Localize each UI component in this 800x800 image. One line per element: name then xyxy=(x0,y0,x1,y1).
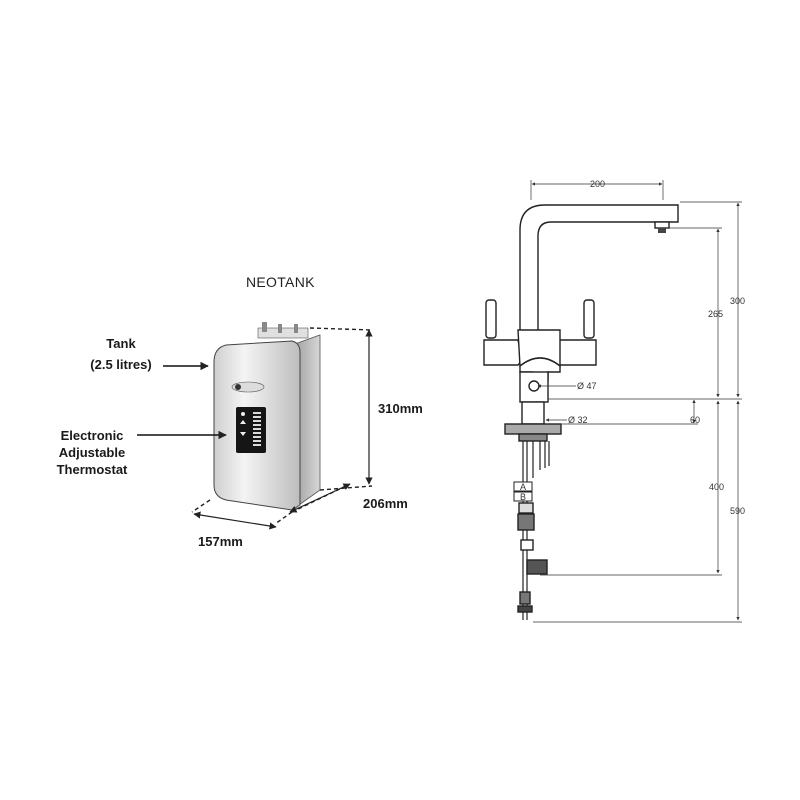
hose-fitting xyxy=(517,513,535,531)
thermostat-down-icon xyxy=(240,432,246,436)
tank-logo xyxy=(231,381,265,393)
tap-total-label: 590 xyxy=(730,506,745,516)
hose-tag-a: A xyxy=(520,482,526,492)
hose-fitting xyxy=(518,502,534,514)
tank-label: Tank xyxy=(106,336,136,351)
tank-top-plate xyxy=(257,327,309,339)
tank-drawing: NEOTANK xyxy=(57,274,423,549)
tap-base-plate xyxy=(504,423,562,435)
tap-handle-left-top xyxy=(485,299,497,339)
tap-spout xyxy=(519,204,679,337)
tap-total-top-label: 300 xyxy=(730,296,745,306)
tap-reach-label: 200 xyxy=(590,179,605,189)
hose-fitting xyxy=(520,539,534,551)
thermostat-label-2: Adjustable xyxy=(59,445,125,460)
tap-handle-right-top xyxy=(583,299,595,339)
tap-base-dim-label: 60 xyxy=(690,415,700,425)
tank-height-label: 310mm xyxy=(378,401,423,416)
hose-fitting xyxy=(517,605,533,613)
tank-fitting xyxy=(278,324,282,333)
tap-handle-left xyxy=(483,339,523,366)
tap-handle-right xyxy=(555,339,597,366)
tap-dimension-lines xyxy=(530,180,742,623)
tap-base-diameter-label: Ø 32 xyxy=(568,415,588,425)
tank-fitting xyxy=(294,324,298,333)
hose-connector-b xyxy=(513,491,533,502)
tank-width-label: 157mm xyxy=(198,534,243,549)
tank-capacity-label: (2.5 litres) xyxy=(90,357,151,372)
thermostat-level-bars xyxy=(253,412,261,446)
tap-spout-height-label: 265 xyxy=(708,309,723,319)
thermostat-label-1: Electronic xyxy=(61,428,124,443)
thermostat-button xyxy=(241,412,245,416)
tap-stem xyxy=(521,401,545,425)
tap-aerator xyxy=(658,228,666,233)
tap-indicator xyxy=(528,380,540,392)
tap-base-nut xyxy=(518,433,548,442)
tank-fitting xyxy=(262,322,267,332)
tap-drawing: A B xyxy=(483,204,679,620)
hose-tag-b: B xyxy=(520,492,526,502)
tank-dimension-lines xyxy=(191,327,373,530)
hose-fitting xyxy=(519,591,531,605)
tank-depth-label: 206mm xyxy=(363,496,408,511)
thermostat-panel xyxy=(236,407,266,453)
hose-connector-a xyxy=(513,481,533,492)
tank-title: NEOTANK xyxy=(246,274,315,290)
tap-below-counter-label: 400 xyxy=(709,482,724,492)
thermostat-up-icon xyxy=(240,420,246,424)
thermostat-label-3: Thermostat xyxy=(57,462,128,477)
tap-spout-nozzle xyxy=(654,221,670,229)
tank-logo-mark xyxy=(235,384,241,390)
tap-body-diameter-label: Ø 47 xyxy=(577,381,597,391)
hose-fitting xyxy=(526,559,548,575)
